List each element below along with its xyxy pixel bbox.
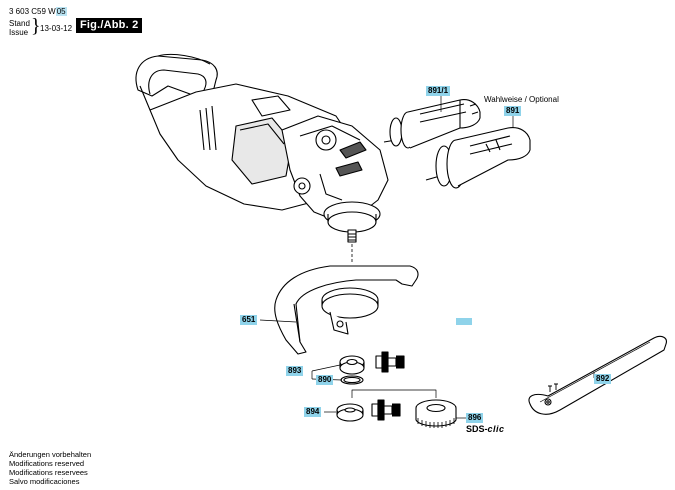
callout-890: 890 bbox=[316, 375, 334, 385]
clamping-nut-894 bbox=[336, 403, 364, 422]
sds-clic-nut-896 bbox=[415, 399, 457, 428]
angle-grinder bbox=[135, 53, 389, 262]
callout-896: 896 bbox=[466, 413, 484, 423]
callout-893: 893 bbox=[286, 366, 304, 376]
footer-line-es: Salvo modificaciones bbox=[9, 477, 80, 486]
callout-891-1: 891/1 bbox=[426, 86, 451, 96]
brace-symbol: } bbox=[31, 15, 41, 37]
o-ring-890 bbox=[340, 375, 364, 385]
issue-date: 13-03-12 bbox=[40, 24, 73, 33]
part-number-prefix: 3 603 C59 W bbox=[9, 7, 56, 16]
optional-note: Wahlweise / Optional bbox=[484, 95, 559, 104]
part-number-suffix: 05 bbox=[55, 7, 67, 16]
highlight-swatch bbox=[456, 318, 472, 325]
callout-891: 891 bbox=[504, 106, 522, 116]
clamping-nut-894-side-view bbox=[371, 399, 401, 421]
footer-notes: Änderungen vorbehalten Modifications res… bbox=[9, 450, 91, 486]
footer-line-en: Modifications reserved bbox=[9, 459, 85, 468]
auxiliary-handle-891-1 bbox=[383, 99, 481, 149]
leader-893 bbox=[311, 364, 341, 372]
sds-clic-label: SDS-clic bbox=[466, 424, 505, 434]
figure-label: Fig./Abb. 2 bbox=[76, 18, 143, 33]
guard-651 bbox=[274, 265, 419, 355]
sds-suffix: clic bbox=[487, 424, 505, 434]
connection-bracket bbox=[351, 389, 437, 398]
auxiliary-handle-891 bbox=[425, 127, 531, 189]
leader-651 bbox=[259, 319, 297, 323]
footer-line-fr: Modifications reservees bbox=[9, 468, 88, 477]
flange-893-side-view bbox=[375, 351, 405, 373]
callout-892: 892 bbox=[594, 374, 612, 384]
sds-prefix: SDS- bbox=[466, 424, 488, 434]
flange-893 bbox=[339, 355, 365, 375]
issue-label: Issue bbox=[9, 28, 29, 37]
stand-label: Stand bbox=[9, 19, 30, 28]
callout-651: 651 bbox=[240, 315, 258, 325]
footer-line-de: Änderungen vorbehalten bbox=[9, 450, 92, 459]
callout-894: 894 bbox=[304, 407, 322, 417]
part-number: 3 603 C59 W05 bbox=[9, 7, 67, 16]
